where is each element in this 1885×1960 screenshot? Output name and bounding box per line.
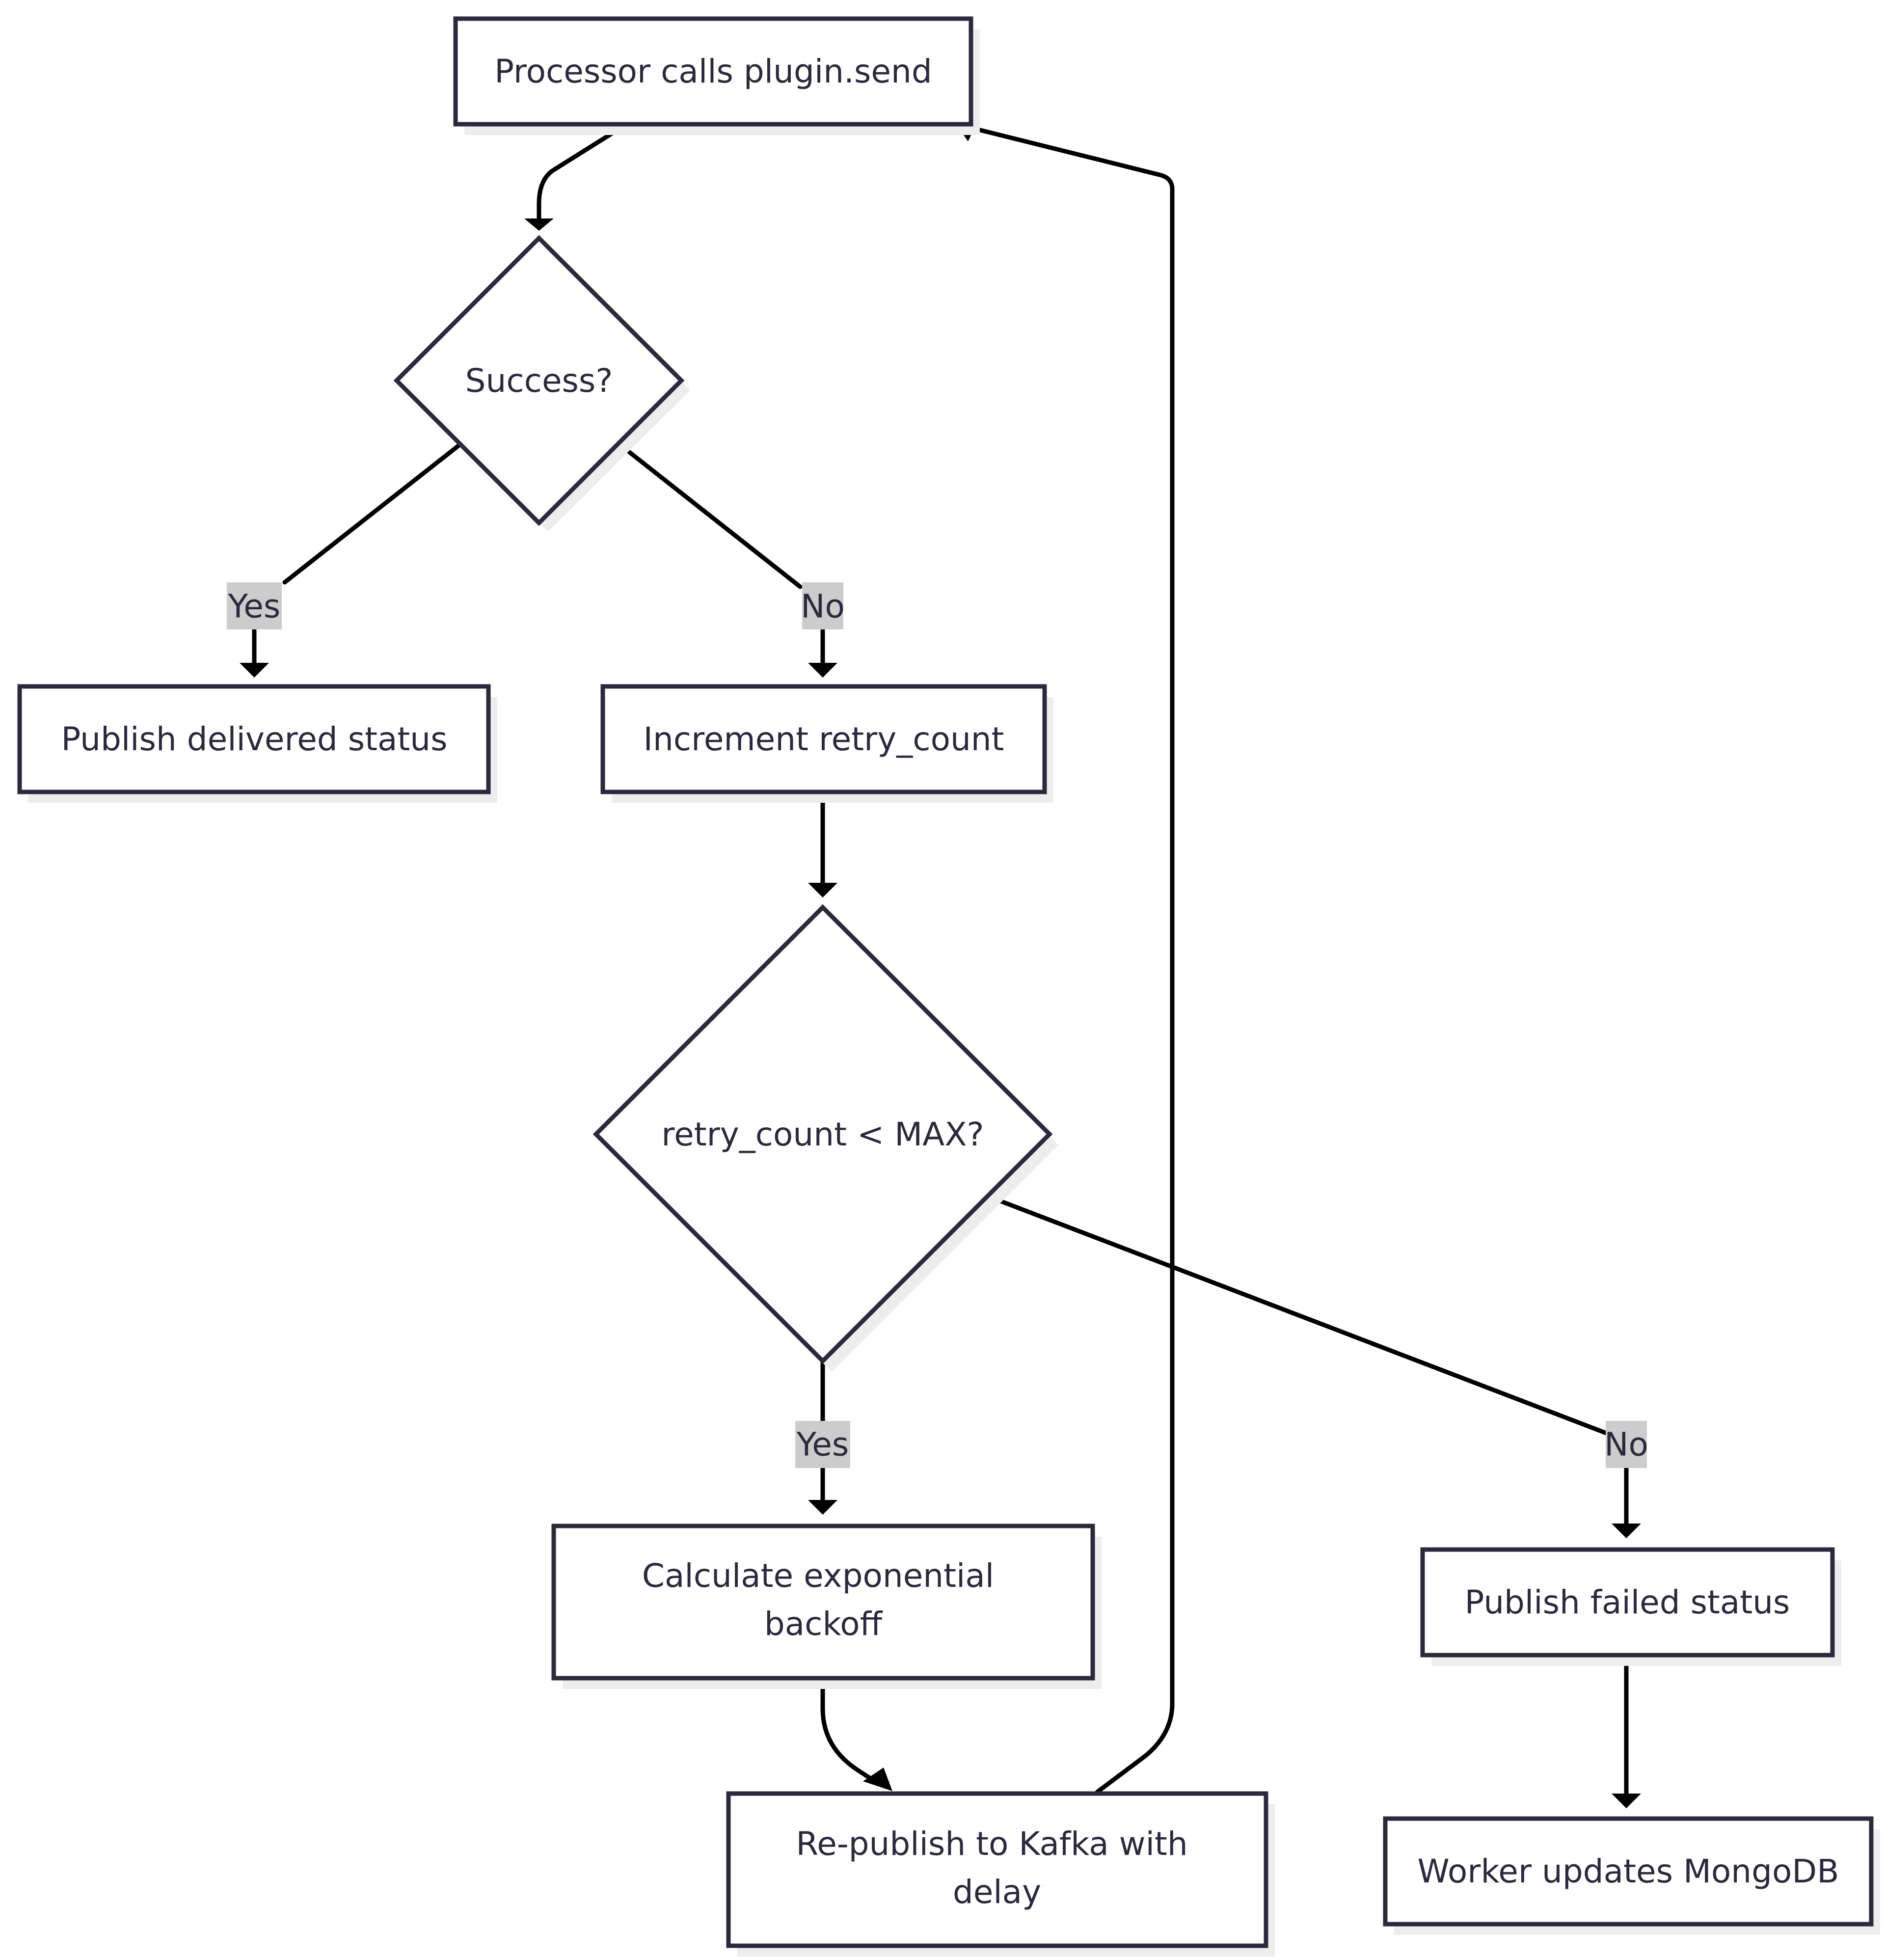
edge-labels: Yes No Yes No	[227, 582, 1648, 1468]
edge-label-success-yes: Yes	[227, 582, 282, 629]
arrowhead-success-input	[524, 218, 554, 231]
edge-retry-no	[986, 1194, 1610, 1436]
edge-label-success-yes-text: Yes	[228, 588, 281, 626]
node-republish-kafka-label: Re-publish to Kafka with delay	[796, 1825, 1198, 1911]
edge-success-yes	[282, 443, 461, 585]
node-success-decision: Success?	[393, 235, 690, 532]
edge-republish-loop-to-processor	[972, 126, 1175, 1795]
edge-label-retry-yes-text: Yes	[796, 1426, 849, 1464]
node-increment-retry-label: Increment retry_count	[643, 720, 1004, 758]
node-publish-delivered: Publish delivered status	[17, 684, 497, 803]
node-calc-backoff: Calculate exponential backoff	[551, 1524, 1102, 1689]
arrowhead-increment-retry	[808, 663, 837, 678]
node-success-decision-label: Success?	[465, 362, 613, 400]
arrowhead-republish	[863, 1768, 892, 1791]
arrowhead-publish-delivered	[240, 663, 269, 678]
node-republish-kafka: Re-publish to Kafka with delay	[726, 1791, 1275, 1957]
node-worker-updates-label: Worker updates MongoDB	[1418, 1852, 1839, 1890]
edge-backoff-to-republish	[820, 1676, 881, 1786]
edge-label-success-no-text: No	[801, 588, 845, 626]
edge-label-retry-no-text: No	[1604, 1426, 1648, 1464]
arrowhead-calc-backoff	[808, 1500, 837, 1515]
node-publish-failed: Publish failed status	[1420, 1547, 1841, 1666]
node-retry-decision-label: retry_count < MAX?	[661, 1116, 984, 1153]
node-publish-delivered-label: Publish delivered status	[61, 720, 447, 758]
arrowhead-worker-updates	[1612, 1794, 1641, 1808]
node-calc-backoff-label: Calculate exponential backoff	[642, 1557, 1004, 1643]
node-retry-decision: retry_count < MAX?	[592, 904, 1058, 1372]
edge-label-success-no: No	[801, 582, 845, 629]
node-worker-updates: Worker updates MongoDB	[1383, 1816, 1880, 1935]
edge-success-no	[617, 442, 803, 589]
nodes: Processor calls plugin.send Success? Pub…	[17, 16, 1880, 1957]
arrowhead-publish-failed	[1612, 1524, 1641, 1538]
edge-label-retry-yes: Yes	[795, 1421, 850, 1468]
edge-processor-to-success	[537, 121, 630, 223]
node-processor-send-label: Processor calls plugin.send	[494, 53, 932, 90]
node-processor-send: Processor calls plugin.send	[453, 16, 980, 135]
edges	[240, 118, 1641, 1808]
node-publish-failed-label: Publish failed status	[1465, 1583, 1790, 1621]
arrowhead-retry-decision	[808, 883, 837, 898]
edge-label-retry-no: No	[1604, 1421, 1648, 1468]
node-increment-retry: Increment retry_count	[600, 684, 1053, 803]
